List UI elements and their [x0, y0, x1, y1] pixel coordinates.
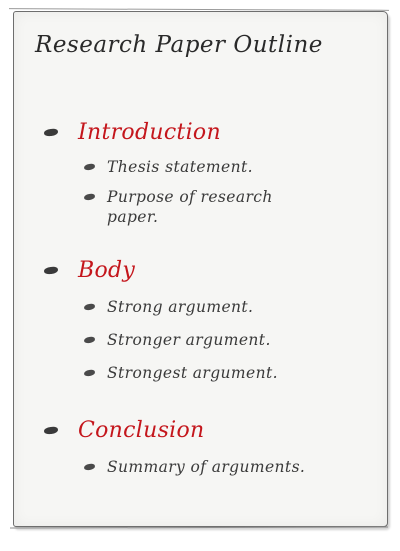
section-label-introduction: Introduction: [78, 120, 221, 145]
section-heading: Introduction: [43, 120, 344, 145]
bullet-icon: [83, 193, 96, 201]
section-label-conclusion: Conclusion: [78, 418, 205, 443]
item-list: Thesis statement. Purpose of research pa…: [44, 157, 344, 227]
item-text: Thesis statement.: [107, 158, 253, 176]
paper-edge-bottom: [9, 526, 389, 529]
list-item: Summary of arguments.: [83, 457, 344, 477]
bullet-icon: [83, 336, 96, 344]
list-item: Strong argument.: [83, 297, 344, 317]
section-heading: Body: [43, 258, 344, 283]
bullet-icon: [83, 163, 96, 171]
item-text: Purpose of research paper.: [107, 188, 273, 226]
bullet-icon: [43, 266, 59, 275]
outline-title: Research Paper Outline: [35, 32, 323, 58]
section-body: Body Strong argument. Stronger argument.…: [43, 258, 344, 383]
list-item: Thesis statement.: [83, 157, 344, 177]
item-text: Strongest argument.: [107, 364, 278, 382]
bullet-icon: [83, 369, 96, 377]
section-introduction: Introduction Thesis statement. Purpose o…: [43, 120, 344, 227]
list-item: Stronger argument.: [83, 330, 344, 350]
bullet-icon: [83, 303, 96, 311]
section-label-body: Body: [78, 258, 136, 283]
paper-card: [13, 11, 388, 527]
item-text: Summary of arguments.: [107, 458, 306, 476]
list-item: Strongest argument.: [83, 363, 344, 383]
bullet-icon: [43, 426, 59, 435]
section-conclusion: Conclusion Summary of arguments.: [43, 418, 344, 477]
item-text: Strong argument.: [107, 298, 254, 316]
item-list: Strong argument. Stronger argument. Stro…: [44, 297, 344, 383]
section-heading: Conclusion: [43, 418, 344, 443]
item-list: Summary of arguments.: [44, 457, 344, 477]
item-text: Stronger argument.: [107, 331, 271, 349]
bullet-icon: [83, 463, 96, 471]
list-item: Purpose of research paper.: [83, 187, 344, 227]
bullet-icon: [43, 128, 59, 137]
